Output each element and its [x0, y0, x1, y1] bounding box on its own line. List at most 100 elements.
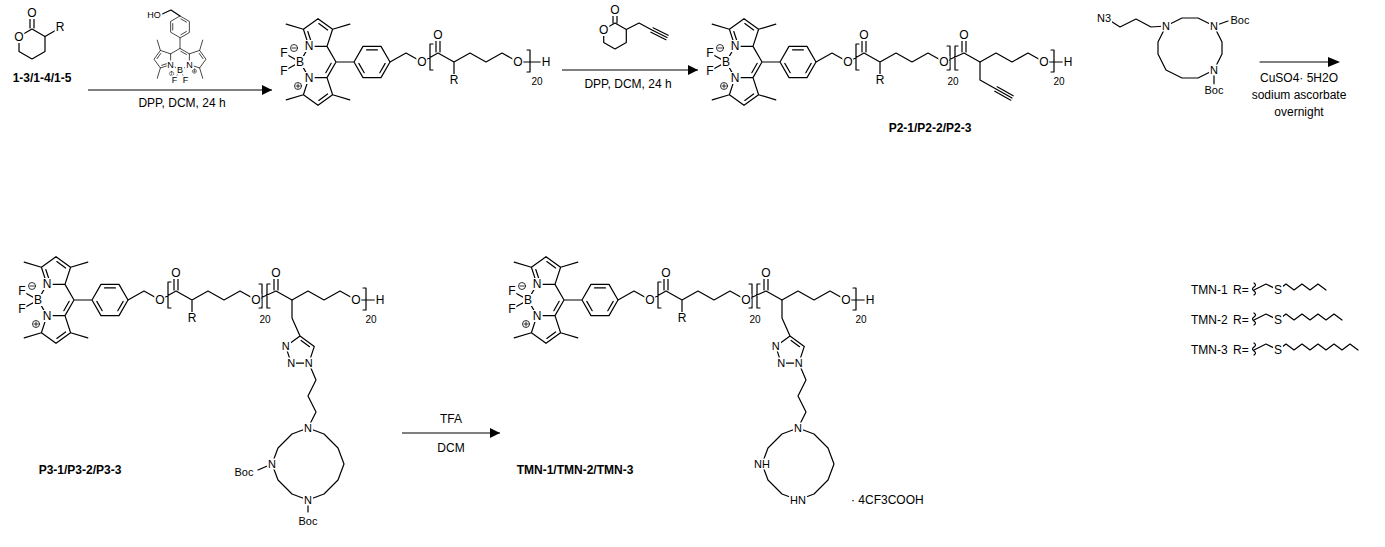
atom-label: N — [185, 60, 194, 69]
atom-label: N — [281, 341, 291, 352]
r-group-label: TMN-3 — [1190, 344, 1229, 356]
atom-label: B — [295, 56, 305, 68]
compound-label: P2-1/P2-2/P2-3 — [888, 122, 973, 134]
atom-label: N — [532, 310, 543, 322]
r-group-label: S — [1273, 314, 1283, 326]
bodipy-alcohol-structure — [154, 10, 206, 80]
r-group-label: S — [1273, 344, 1283, 356]
atom-label: R — [449, 74, 460, 86]
atom-label: O — [250, 294, 261, 306]
atom-label: O — [154, 294, 165, 306]
compound-structure: OO — [592, 1, 674, 58]
reaction-condition: CuSO4· 5H2O — [1259, 72, 1339, 84]
atom-label: N3 — [1096, 13, 1112, 24]
atom-label: O — [13, 31, 24, 43]
atom-label: R — [875, 74, 886, 86]
atom-label: Boc — [298, 516, 319, 527]
atom-label: Boc — [1204, 85, 1225, 96]
atom-label: N — [42, 310, 53, 322]
atom-label: F — [182, 75, 190, 84]
alkyne-lactone-structure — [604, 11, 668, 49]
atom-label: B — [33, 294, 43, 306]
atom-label: O — [609, 4, 620, 16]
atom-label: H — [865, 294, 876, 306]
repeat-subscript: 20 — [946, 77, 959, 87]
atom-label: H — [375, 294, 386, 306]
atom-label: F — [279, 47, 288, 59]
atom-label: B — [523, 294, 533, 306]
atom-label: O — [26, 7, 37, 19]
compound-label: P3-1/P3-2/P3-3 — [38, 464, 123, 476]
atom-label: O — [170, 267, 181, 279]
repeat-subscript: 20 — [748, 315, 761, 325]
atom-label: N — [267, 459, 277, 470]
atom-label: N — [794, 358, 804, 369]
compound-structure: FFBNNOORO20OO20HNNNNNBocNBocP3-1/P3-2/P3… — [8, 248, 400, 532]
atom-label: N — [730, 40, 741, 52]
compound-structure: N3NNBocNBoc — [1090, 4, 1256, 104]
repeat-subscript: 20 — [258, 315, 271, 325]
atom-label: O — [432, 29, 443, 41]
atom-label: O — [1038, 56, 1049, 68]
atom-label: HO — [146, 11, 162, 20]
repeat-subscript: 20 — [364, 315, 377, 325]
r-group-label: S — [1273, 284, 1283, 296]
atom-label: N — [1161, 21, 1171, 32]
atom-label: O — [512, 56, 523, 68]
reaction-arrow — [1260, 57, 1340, 67]
p2-structure — [710, 19, 1068, 106]
atom-label: N — [303, 495, 313, 506]
r-group-label: TMN-2 — [1190, 314, 1229, 326]
p3-structure — [22, 257, 380, 512]
atom-label: N — [1209, 65, 1219, 76]
compound-label: TMN-1/TMN-2/TMN-3 — [516, 464, 635, 476]
r-group-label: R= — [1232, 344, 1250, 356]
atom-label: B — [176, 66, 184, 75]
atom-label: F — [507, 285, 516, 297]
atom-label: F — [171, 75, 179, 84]
compound-label: 1-3/1-4/1-5 — [12, 72, 73, 84]
atom-label: Boc — [1230, 15, 1251, 26]
atom-label: N — [532, 278, 543, 290]
compound-structure: OOR1-3/1-4/1-5 — [4, 4, 86, 92]
reaction-condition: overnight — [1273, 106, 1324, 118]
reaction-condition: TFA — [439, 413, 463, 425]
compound-structure: FFBNNOORO20OO20HP2-1/P2-2/P2-3 — [700, 14, 1076, 140]
atom-label: O — [958, 29, 969, 41]
atom-label: O — [840, 294, 851, 306]
atom-label: N — [166, 60, 175, 69]
azide-cyclen-structure — [1106, 18, 1228, 84]
compound-structure: FFBNNOORO20H — [274, 14, 560, 114]
atom-label: N — [730, 72, 741, 84]
reaction-arrow — [562, 69, 698, 70]
atom-label: N — [303, 423, 313, 434]
r-group-label: TMN-1 — [1190, 284, 1229, 296]
atom-label: H — [541, 56, 552, 68]
atom-label: N — [304, 72, 315, 84]
atom-label: N — [304, 358, 314, 369]
compound-structure: HO NBNFF — [138, 0, 230, 88]
atom-label: R — [677, 312, 688, 324]
compound-structure: FFBNNOORO20OO20HNNNNNHHN· 4CF3COOHTMN-1/… — [502, 248, 932, 532]
atom-label: Boc — [234, 467, 255, 478]
atom-label: B — [721, 56, 731, 68]
atom-label: O — [760, 267, 771, 279]
atom-label: O — [938, 56, 949, 68]
atom-label: O — [842, 56, 853, 68]
atom-label: F — [705, 65, 714, 77]
r-group-label: R= — [1232, 284, 1250, 296]
lactone-structure — [19, 14, 58, 59]
intermediate-structure — [284, 19, 546, 106]
reaction-condition: sodium ascorbate — [1251, 89, 1348, 101]
reaction-arrow — [402, 432, 500, 433]
reaction-condition: DPP, DCM, 24 h — [137, 97, 226, 109]
reaction-condition: DCM — [436, 442, 465, 454]
atom-label: F — [705, 47, 714, 59]
atom-label: O — [740, 294, 751, 306]
repeat-subscript: 20 — [1052, 77, 1065, 87]
reaction-condition: DPP, DCM, 24 h — [583, 78, 672, 90]
